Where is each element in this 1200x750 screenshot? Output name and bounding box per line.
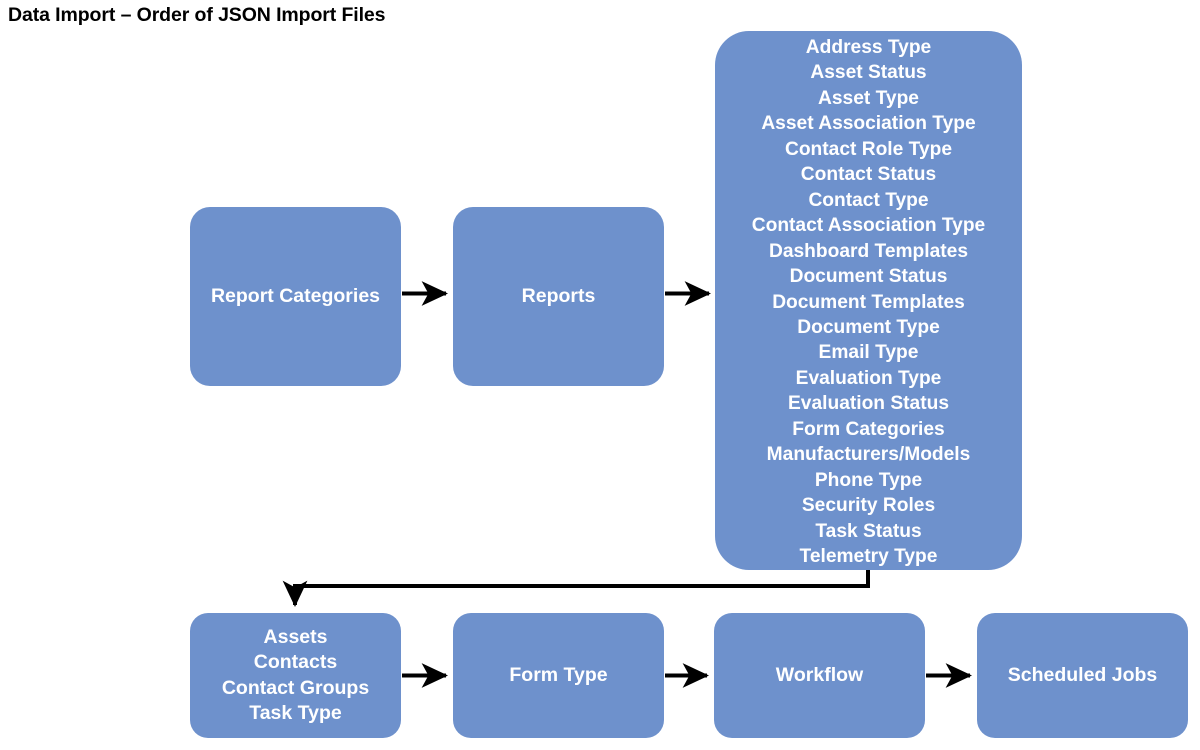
lookup-list-item: Evaluation Type [795, 367, 942, 389]
entities-item: Contacts [253, 651, 338, 674]
lookup-list-item: Manufacturers/Models [766, 444, 971, 466]
node-reports-label: Reports [521, 285, 596, 308]
lookup-list-item: Address Type [805, 37, 932, 58]
lookup-list-item: Task Status [815, 520, 922, 542]
lookup-list-item: Contact Role Type [784, 138, 953, 160]
lookup-list-item: Security Roles [801, 495, 936, 517]
entities-item: Task Type [249, 701, 342, 724]
lookup-list-item: Telemetry Type [799, 546, 938, 568]
page-title: Data Import – Order of JSON Import Files [8, 4, 386, 26]
node-workflow-label: Workflow [775, 664, 864, 687]
entities-lines: Assets Contacts Contact Groups Task Type [190, 625, 401, 727]
node-form-type-label: Form Type [509, 664, 608, 687]
lookup-list-item: Asset Type [818, 87, 919, 109]
node-report-categories-label: Report Categories [210, 285, 381, 308]
lookup-list-item: Contact Association Type [751, 215, 986, 237]
node-form-type[interactable]: Form Type [453, 613, 664, 738]
node-reports[interactable]: Reports [453, 207, 664, 386]
node-report-categories[interactable]: Report Categories [190, 207, 401, 386]
lookup-list-item: Evaluation Status [788, 393, 949, 415]
lookup-list-item: Dashboard Templates [768, 240, 969, 262]
node-scheduled-jobs-label: Scheduled Jobs [1007, 664, 1158, 687]
entities-item: Assets [263, 625, 328, 648]
lookup-list-item: Email Type [818, 342, 919, 364]
lookup-list-item: Contact Status [800, 164, 937, 186]
lookup-list-item: Phone Type [814, 469, 923, 491]
lookup-list-item: Asset Status [810, 62, 927, 84]
node-entities[interactable]: Assets Contacts Contact Groups Task Type [190, 613, 401, 738]
node-workflow[interactable]: Workflow [714, 613, 925, 738]
lookup-list-item: Document Templates [772, 291, 965, 313]
entities-item: Contact Groups [221, 676, 370, 699]
lookup-list-lines: Address Type Asset Status Asset Type Ass… [715, 35, 1022, 570]
lookup-list-item: Form Categories [792, 418, 945, 440]
lookup-list-item: Contact Type [808, 189, 929, 211]
lookup-list-item: Asset Association Type [761, 113, 976, 135]
lookup-list-item: Document Type [797, 316, 940, 338]
arrow-lookup-list-to-entities [282, 570, 870, 608]
lookup-list-item: Document Status [789, 266, 948, 288]
node-scheduled-jobs[interactable]: Scheduled Jobs [977, 613, 1188, 738]
node-lookup-types-list[interactable]: Address Type Asset Status Asset Type Ass… [715, 31, 1022, 570]
